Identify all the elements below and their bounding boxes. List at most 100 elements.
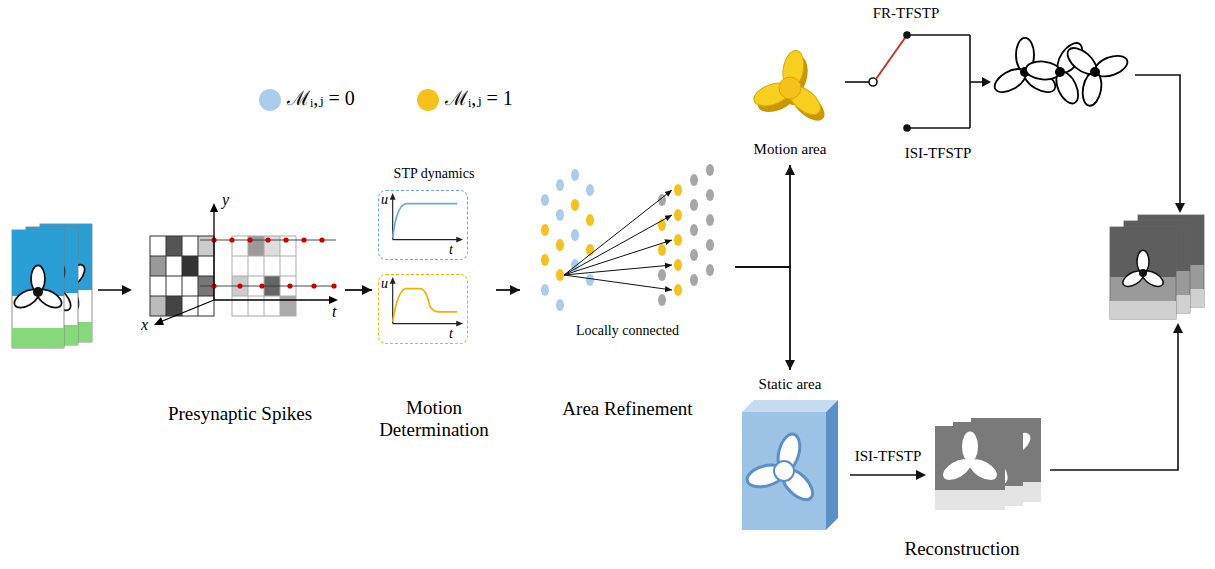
illustration-ellipse [571,229,579,241]
illustration-rect [1110,227,1176,319]
illustration-line [845,81,869,83]
node-text: Locally connected [520,323,735,339]
illustration-rect [232,236,296,316]
illustration-ellipse [706,239,714,251]
illustration-line [970,81,983,83]
illustration-line [907,127,970,129]
node-text: u [381,276,388,292]
illustration-g [541,169,594,311]
illustration-polyline [1135,75,1180,205]
motion-reconstruction [991,24,1139,112]
node-text: t [449,326,453,342]
flow-arrow [496,285,520,295]
illustration-ellipse [706,189,714,201]
node-text: Motion area [735,141,845,158]
illustration-circle [1055,67,1065,77]
legend-text: ℳᵢ,ⱼ = 1 [445,87,513,110]
illustration-polygon [1175,203,1185,213]
illustration-line [150,276,214,277]
illustration-rect [12,230,64,348]
illustration-polygon [329,296,338,304]
illustration-g [935,426,1005,510]
stp-curve-plot [379,275,467,343]
illustration-line [907,34,970,36]
illustration-ellipse [658,269,666,281]
stage-caption: Reconstruction [904,538,1019,560]
illustration-circle [774,461,794,481]
illustration-circle [229,237,234,242]
illustration-ellipse [690,249,698,261]
illustration-rect [150,296,166,316]
illustration-use [940,432,1001,485]
node-text: u [381,192,388,208]
illustration-use [748,44,834,122]
illustration-polyline [1050,331,1178,470]
node-text: Static area [735,376,845,393]
illustration-rect [182,256,198,276]
illustration-line [564,265,672,275]
illustration-polygon [916,470,926,480]
stp-plot-box: ut [378,190,468,260]
illustration-rect [12,328,64,348]
illustration-line [150,296,214,297]
static-arrow [850,470,926,480]
illustration-ellipse [541,284,549,296]
axis-label: t [332,303,336,321]
illustration-ellipse [586,184,594,196]
arrow-label: ISI-TFSTP [855,448,922,465]
illustration-polygon [456,321,463,327]
illustration-line [393,323,458,324]
illustration-ellipse [690,224,698,236]
illustration-g [1110,227,1176,319]
illustration-line [564,275,672,290]
illustration-circle [247,237,252,242]
input-frames [11,224,103,348]
illustration-polygon [826,400,838,530]
illustration-circle [779,77,801,99]
illustration-ellipse [706,164,714,176]
illustration-g [658,164,714,306]
illustration-g [11,230,64,348]
illustration-line [160,300,214,322]
static-plate [740,400,838,530]
illustration-circle [1090,67,1100,77]
connector-line [735,267,790,370]
illustration-line [850,474,918,476]
illustration-g [211,237,336,288]
illustration-rect [1110,301,1176,319]
illustration-line [564,240,672,275]
illustration-path [393,289,458,322]
illustration-g [232,236,296,316]
legend-text: ℳᵢ,ⱼ = 0 [287,87,355,110]
illustration-rect [935,490,1005,510]
illustration-use [1060,28,1139,112]
illustration-circle [331,283,336,288]
illustration-ellipse [690,274,698,286]
illustration-line [564,190,672,275]
illustration-line [232,256,296,257]
illustration-circle [869,78,877,86]
illustration-use [11,265,64,311]
illustration-rect [280,296,296,316]
merge-arrow-bottom [1050,323,1183,470]
node-text: Motion Determination [372,397,496,441]
illustration-circle [265,237,270,242]
arrowhead [510,285,520,295]
illustration-line [232,276,296,277]
axes [154,203,338,325]
illustration-circle [1139,269,1147,277]
illustration-ellipse [658,294,666,306]
illustration-ellipse [658,244,666,256]
node-text: Presynaptic Spikes [135,403,345,425]
illustration-use [1120,250,1165,289]
flow-arrow [345,285,372,295]
illustration-ellipse [690,174,698,186]
illustration-g [564,190,672,290]
illustration-ellipse [571,199,579,211]
illustration-ellipse [541,224,549,236]
axis-label: y [222,191,229,209]
area-region: Motion area [735,40,845,165]
illustration-ellipse [586,274,594,286]
